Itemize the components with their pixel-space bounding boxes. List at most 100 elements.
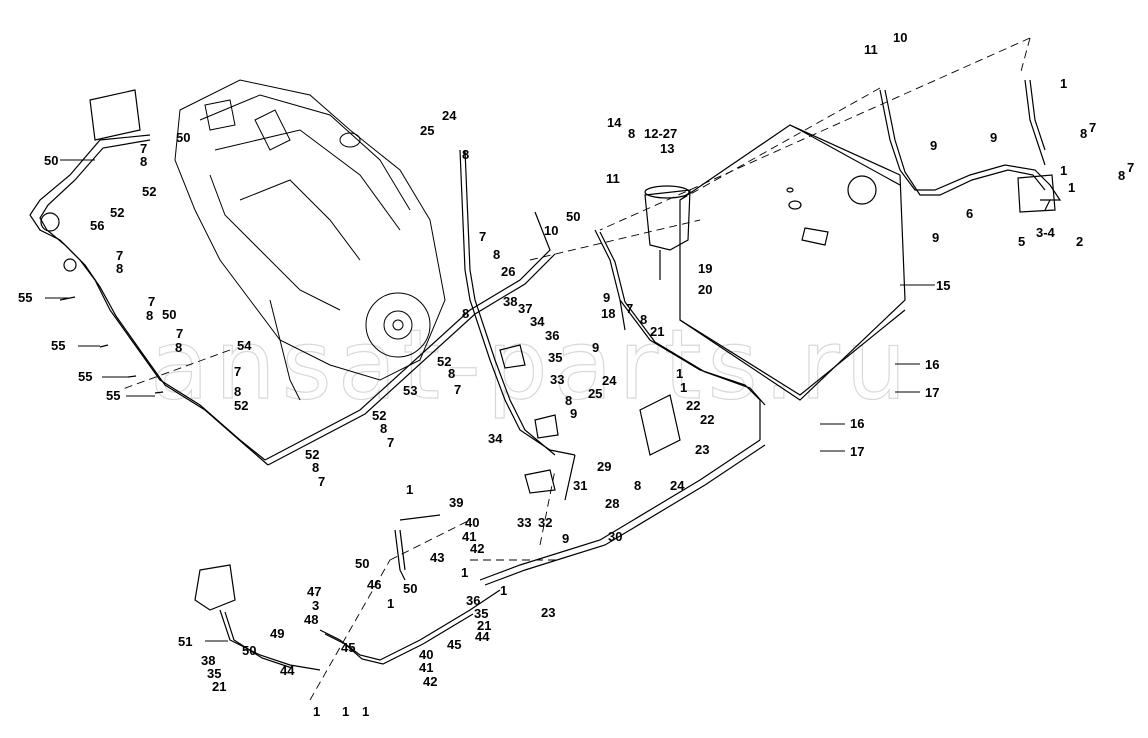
callout-24: 24 — [442, 108, 457, 123]
callout-8: 8 — [175, 340, 182, 355]
callout-44: 44 — [475, 629, 490, 644]
callout-8: 8 — [640, 312, 647, 327]
callout-22: 22 — [686, 398, 700, 413]
callout-8: 8 — [312, 460, 319, 475]
callout-24: 24 — [602, 373, 617, 388]
callout-7: 7 — [116, 248, 123, 263]
callout-1: 1 — [1060, 163, 1067, 178]
callout-51: 51 — [178, 634, 192, 649]
callout-3-4: 3-4 — [1036, 225, 1056, 240]
callout-35: 35 — [474, 606, 488, 621]
callout-25: 25 — [420, 123, 434, 138]
callout-52: 52 — [437, 354, 451, 369]
callout-1: 1 — [680, 380, 687, 395]
callout-46: 46 — [367, 577, 381, 592]
callout-9: 9 — [562, 531, 569, 546]
callout-7: 7 — [1127, 160, 1134, 175]
callout-1: 1 — [1068, 180, 1075, 195]
callout-9: 9 — [570, 406, 577, 421]
callout-12-27: 12-27 — [644, 126, 677, 141]
callout-41: 41 — [419, 660, 433, 675]
callout-54: 54 — [237, 338, 252, 353]
callout-35: 35 — [207, 666, 221, 681]
callout-10: 10 — [544, 223, 558, 238]
callout-7: 7 — [1089, 120, 1096, 135]
callout-25: 25 — [588, 386, 602, 401]
diagram-lines — [29, 37, 1062, 701]
callout-49: 49 — [270, 626, 284, 641]
callout-48: 48 — [304, 612, 318, 627]
callout-9: 9 — [930, 138, 937, 153]
callout-11: 11 — [606, 171, 620, 186]
callout-8: 8 — [448, 366, 455, 381]
callout-34: 34 — [488, 431, 503, 446]
callout-7: 7 — [140, 141, 147, 156]
bottom-assembly — [194, 514, 501, 671]
callout-8: 8 — [493, 247, 500, 262]
callout-40: 40 — [465, 515, 479, 530]
callout-1: 1 — [313, 704, 320, 719]
callout-8: 8 — [146, 308, 153, 323]
callout-29: 29 — [597, 459, 611, 474]
callout-18: 18 — [601, 306, 615, 321]
callout-40: 40 — [419, 647, 433, 662]
callout-8: 8 — [116, 261, 123, 276]
callout-21: 21 — [212, 679, 226, 694]
callout-1: 1 — [387, 596, 394, 611]
callout-24: 24 — [670, 478, 685, 493]
callout-32: 32 — [538, 515, 552, 530]
callout-21: 21 — [650, 324, 664, 339]
callout-8: 8 — [380, 421, 387, 436]
callout-14: 14 — [607, 115, 622, 130]
callout-39: 39 — [449, 495, 463, 510]
callout-28: 28 — [605, 496, 619, 511]
callout-1: 1 — [1060, 76, 1067, 91]
callout-42: 42 — [470, 541, 484, 556]
callout-55: 55 — [78, 369, 92, 384]
callout-labels: 10 11 1 9 8 7 1 7 8 1 9 6 5 3-4 2 9 15 1… — [18, 30, 1134, 719]
callout-8: 8 — [234, 384, 241, 399]
callout-16: 16 — [850, 416, 864, 431]
callout-45: 45 — [341, 640, 355, 655]
callout-16: 16 — [925, 357, 939, 372]
callout-7: 7 — [318, 474, 325, 489]
callout-30: 30 — [608, 529, 622, 544]
callout-55: 55 — [18, 290, 32, 305]
callout-55: 55 — [51, 338, 65, 353]
callout-1: 1 — [676, 366, 683, 381]
callout-8: 8 — [628, 126, 635, 141]
callout-52: 52 — [142, 184, 156, 199]
callout-26: 26 — [501, 264, 515, 279]
callout-23: 23 — [541, 605, 555, 620]
callout-13: 13 — [660, 141, 674, 156]
callout-38: 38 — [503, 294, 517, 309]
callout-36: 36 — [545, 328, 559, 343]
callout-52: 52 — [305, 447, 319, 462]
callout-50: 50 — [44, 153, 58, 168]
callout-52: 52 — [372, 408, 386, 423]
callout-17: 17 — [850, 444, 864, 459]
callout-33: 33 — [517, 515, 531, 530]
callout-1: 1 — [362, 704, 369, 719]
callout-9: 9 — [932, 230, 939, 245]
center-fuel-lines — [459, 149, 766, 586]
callout-37: 37 — [518, 301, 532, 316]
right-tank-lines — [879, 79, 1062, 213]
callout-7: 7 — [234, 364, 241, 379]
callout-38: 38 — [201, 653, 215, 668]
callout-15: 15 — [936, 278, 950, 293]
callout-8: 8 — [634, 478, 641, 493]
callout-7: 7 — [176, 326, 183, 341]
callout-21: 21 — [477, 618, 491, 633]
callout-50: 50 — [176, 130, 190, 145]
callout-23: 23 — [695, 442, 709, 457]
callout-7: 7 — [454, 382, 461, 397]
callout-36: 36 — [466, 593, 480, 608]
callout-50: 50 — [162, 307, 176, 322]
callout-50: 50 — [403, 581, 417, 596]
callout-1: 1 — [406, 482, 413, 497]
callout-33: 33 — [550, 372, 564, 387]
callout-34: 34 — [530, 314, 545, 329]
callout-52: 52 — [110, 205, 124, 220]
callout-3: 3 — [312, 598, 319, 613]
